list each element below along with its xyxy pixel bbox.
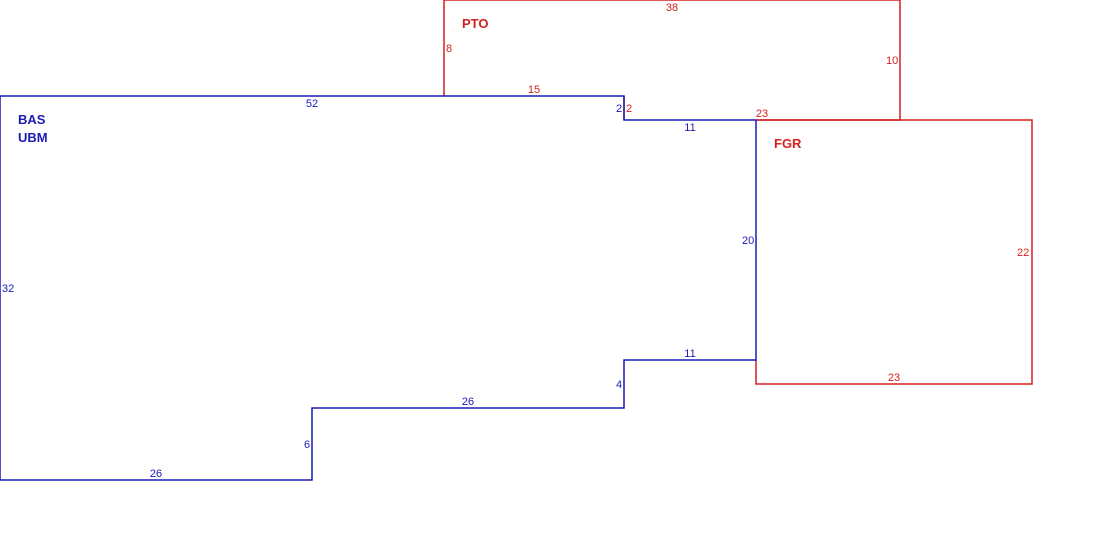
dim-bas-top: 52 [306, 98, 318, 110]
dim-fgr-right: 22 [1017, 247, 1029, 259]
fgr-outline [755, 119, 1033, 385]
dim-bas-left: 32 [2, 283, 14, 295]
ubm-label: UBM [18, 130, 48, 145]
dim-fgr-bottom: 23 [888, 372, 900, 384]
dim-pto-right: 10 [886, 55, 898, 67]
fgr-label: FGR [774, 136, 802, 151]
dim-bas-bottom-right: 11 [684, 348, 695, 360]
dim-pto-bottom-left: 15 [528, 84, 540, 96]
dim-pto-bottom-right: 23 [756, 108, 768, 120]
pto-outline [443, 0, 901, 121]
bas-outline [0, 95, 757, 481]
dim-bas-right: 20 [742, 235, 754, 247]
dim-pto-left: 8 [446, 43, 452, 55]
pto-label: PTO [462, 16, 489, 31]
dim-bas-bottom-left: 26 [150, 468, 162, 480]
dim-bas-step-4: 4 [616, 379, 622, 391]
dim-bas-notch-2: 2 [616, 103, 622, 115]
dim-bas-notch-top: 11 [684, 122, 695, 134]
dim-bas-bottom-mid: 26 [462, 396, 474, 408]
dim-pto-notch-2: 2 [626, 103, 632, 115]
dim-bas-step-6: 6 [304, 439, 310, 451]
bas-label: BAS [18, 112, 46, 127]
dim-pto-top: 38 [666, 2, 678, 14]
